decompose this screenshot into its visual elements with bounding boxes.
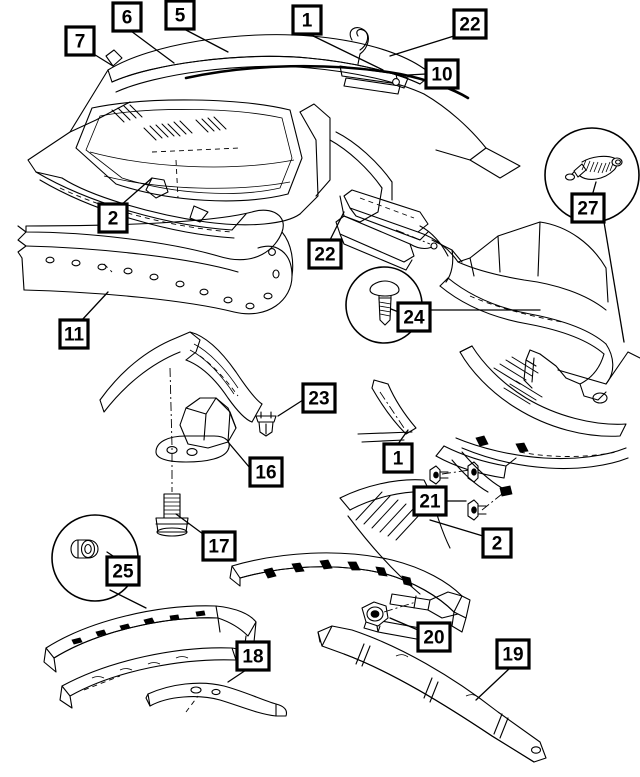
callout-23[interactable]: 23 <box>277 382 337 417</box>
callout-2-quarter[interactable]: 2 <box>429 519 513 559</box>
tension-spring-icon <box>564 155 623 181</box>
callout-18[interactable]: 18 <box>227 640 271 683</box>
callout-2-weatherstrip[interactable]: 2 <box>97 177 153 234</box>
callout-22b-label: 22 <box>314 245 335 266</box>
callout-20[interactable]: 20 <box>389 617 452 653</box>
callout-11[interactable]: 11 <box>58 291 109 350</box>
flange-nut-and-rail-illustration <box>229 552 471 641</box>
callout-18-label: 18 <box>242 647 263 668</box>
callout-6[interactable]: 6 <box>111 1 175 64</box>
callout-16[interactable]: 16 <box>227 441 284 488</box>
detail-bubble-27 <box>544 127 640 343</box>
retainer-clip-icon <box>255 411 277 437</box>
callout-25[interactable]: 25 <box>105 555 141 587</box>
flange-nut-icon <box>361 601 389 633</box>
callout-19-label: 19 <box>502 645 523 666</box>
push-pin-fastener-icon <box>369 280 400 326</box>
callout-1-quarter[interactable]: 1 <box>382 429 414 474</box>
callout-20-label: 20 <box>423 628 444 649</box>
callout-21[interactable]: 21 <box>412 485 467 517</box>
callout-22-label: 22 <box>459 15 480 36</box>
callout-23-label: 23 <box>308 389 329 410</box>
callout-21-label: 21 <box>419 492 441 513</box>
callout-27-label: 27 <box>577 199 598 220</box>
callout-2a-label: 2 <box>108 209 119 230</box>
grommet-fasteners <box>429 451 513 521</box>
rail-slots <box>263 559 413 587</box>
callout-11-label: 11 <box>64 325 85 346</box>
rear-belt-weatherstrip-part <box>17 209 294 315</box>
callout-1b-label: 1 <box>393 449 404 470</box>
front-header-bow-illustration <box>317 625 547 763</box>
grommet-3 <box>467 499 487 521</box>
callout-layer: 1 6 5 7 22 10 <box>58 0 606 701</box>
callout-19[interactable]: 19 <box>475 638 531 701</box>
callout-1[interactable]: 1 <box>291 4 384 71</box>
callout-1-label: 1 <box>302 11 313 32</box>
rear-bow-assembly-illustration <box>43 605 288 717</box>
callout-22[interactable]: 22 <box>389 8 488 57</box>
callout-25-label: 25 <box>112 562 134 583</box>
bracket-assembly-illustration <box>99 331 277 537</box>
hex-flange-bolt-icon <box>155 493 189 537</box>
quarter-panel-seal-illustration <box>339 345 640 595</box>
cable-retainer-part <box>339 27 409 95</box>
callout-7[interactable]: 7 <box>64 25 114 67</box>
grommet-1 <box>429 465 449 485</box>
callout-5-label: 5 <box>175 6 186 27</box>
callout-6-label: 6 <box>122 8 133 29</box>
weatherstrip-holes <box>45 248 280 310</box>
callout-5[interactable]: 5 <box>164 0 229 53</box>
callout-17-label: 17 <box>208 537 229 558</box>
callout-2b-label: 2 <box>492 534 503 555</box>
callout-16-label: 16 <box>255 463 276 484</box>
callout-7-label: 7 <box>75 32 86 53</box>
callout-22-side-rail[interactable]: 22 <box>307 211 345 270</box>
callout-24[interactable]: 24 <box>396 301 432 333</box>
side-rail-and-frame-illustration <box>335 189 614 404</box>
callout-17[interactable]: 17 <box>175 513 237 562</box>
callout-27[interactable]: 27 <box>570 192 606 224</box>
bow-slots <box>71 610 206 645</box>
convertible-top-assembly-illustration <box>27 34 521 239</box>
spacer-bushing-icon <box>70 539 99 559</box>
callout-24-label: 24 <box>403 308 425 329</box>
callout-10-label: 10 <box>431 65 452 86</box>
callout-10[interactable]: 10 <box>407 58 460 90</box>
